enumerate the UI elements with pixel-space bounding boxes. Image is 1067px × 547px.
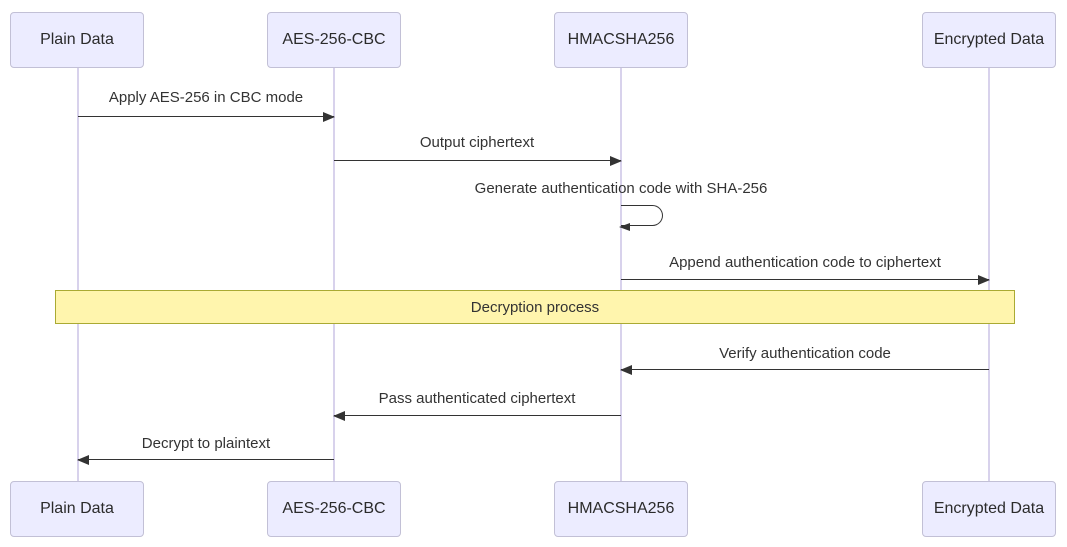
message-arrow-verify-auth-code	[620, 364, 989, 375]
message-label-generate-auth-code: Generate authentication code with SHA-25…	[474, 180, 768, 197]
message-arrow-apply-aes	[78, 111, 335, 122]
arrowhead-left-icon	[77, 454, 89, 465]
message-arrow-append-auth-code	[621, 274, 990, 285]
actor-label: HMACSHA256	[567, 31, 675, 48]
message-arrow-decrypt-plaintext	[77, 454, 334, 465]
message-label-decrypt-plaintext: Decrypt to plaintext	[141, 435, 271, 452]
message-label-append-auth-code: Append authentication code to ciphertext	[669, 254, 941, 271]
lifeline-hmacsha256	[620, 68, 622, 481]
arrowhead-left-icon	[619, 223, 630, 231]
lifeline-plain-data	[77, 68, 79, 481]
actor-plain-data-top: Plain Data	[10, 12, 144, 68]
note-label: Decryption process	[470, 298, 600, 316]
message-arrow-pass-ciphertext	[333, 410, 621, 421]
actor-label: AES-256-CBC	[282, 500, 386, 517]
self-loop-arrow	[619, 205, 663, 231]
arrowhead-right-icon	[978, 274, 990, 285]
actor-encrypted-data-top: Encrypted Data	[922, 12, 1056, 68]
actor-hmacsha256-top: HMACSHA256	[554, 12, 688, 68]
actor-hmacsha256-bottom: HMACSHA256	[554, 481, 688, 537]
actor-label: AES-256-CBC	[282, 31, 386, 48]
actor-label: Encrypted Data	[933, 31, 1045, 48]
actor-encrypted-data-bottom: Encrypted Data	[922, 481, 1056, 537]
actor-aes-256-cbc-top: AES-256-CBC	[267, 12, 401, 68]
lifeline-aes-256-cbc	[333, 68, 335, 481]
note-decryption-process: Decryption process	[55, 290, 1015, 324]
message-label-apply-aes: Apply AES-256 in CBC mode	[108, 89, 304, 106]
message-label-pass-ciphertext: Pass authenticated ciphertext	[378, 390, 576, 407]
actor-label: HMACSHA256	[567, 500, 675, 517]
arrowhead-left-icon	[333, 410, 345, 421]
message-label-output-ciphertext: Output ciphertext	[419, 134, 535, 151]
arrowhead-left-icon	[620, 364, 632, 375]
arrowhead-right-icon	[610, 155, 622, 166]
arrowhead-right-icon	[323, 111, 335, 122]
actor-label: Plain Data	[40, 31, 114, 48]
actor-label: Plain Data	[40, 500, 114, 517]
message-label-verify-auth-code: Verify authentication code	[719, 345, 891, 362]
actor-plain-data-bottom: Plain Data	[10, 481, 144, 537]
actor-label: Encrypted Data	[933, 500, 1045, 517]
message-arrow-output-ciphertext	[334, 155, 622, 166]
actor-aes-256-cbc-bottom: AES-256-CBC	[267, 481, 401, 537]
